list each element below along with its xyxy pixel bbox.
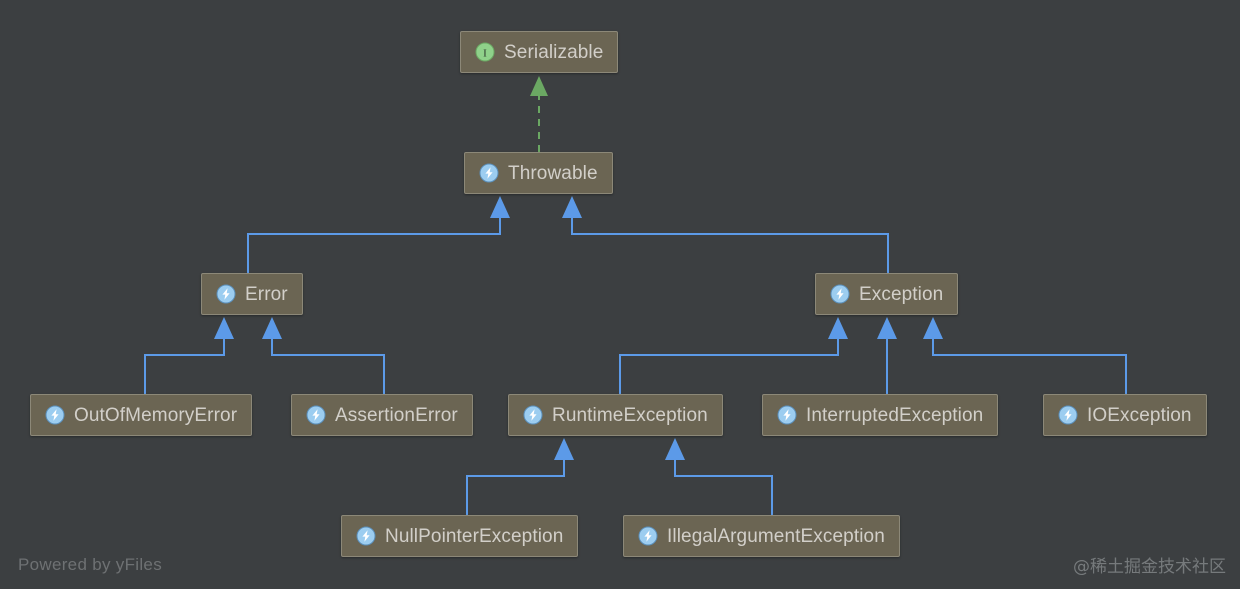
node-error[interactable]: Error bbox=[201, 273, 303, 315]
edge-exception-throwable bbox=[562, 196, 889, 273]
edge-runtimeexception-exception bbox=[619, 317, 848, 394]
edge-interruptedexception-exception bbox=[877, 317, 897, 394]
svg-text:I: I bbox=[483, 48, 487, 60]
class-icon bbox=[356, 526, 376, 546]
node-illegalargumentexception[interactable]: IllegalArgumentException bbox=[623, 515, 900, 557]
node-label: Throwable bbox=[508, 162, 598, 184]
class-icon bbox=[479, 163, 499, 183]
node-label: NullPointerException bbox=[385, 525, 564, 547]
edge-illegalargumentexception-runtimeexception bbox=[665, 438, 773, 515]
node-serializable[interactable]: I Serializable bbox=[460, 31, 619, 73]
class-icon bbox=[523, 405, 543, 425]
watermark-label: @稀土掘金技术社区 bbox=[1073, 557, 1226, 577]
node-nullpointerexception[interactable]: NullPointerException bbox=[341, 515, 579, 557]
node-label: Error bbox=[245, 283, 288, 305]
class-icon bbox=[45, 405, 65, 425]
class-icon bbox=[306, 405, 326, 425]
edge-error-throwable bbox=[247, 196, 510, 273]
edge-nullpointerexception-runtimeexception bbox=[466, 438, 574, 515]
node-throwable[interactable]: Throwable bbox=[464, 152, 613, 194]
node-label: OutOfMemoryError bbox=[74, 404, 238, 426]
interface-icon: I bbox=[475, 42, 495, 62]
class-icon bbox=[638, 526, 658, 546]
node-runtimeexception[interactable]: RuntimeException bbox=[508, 394, 723, 436]
node-ioexception[interactable]: IOException bbox=[1043, 394, 1207, 436]
node-label: InterruptedException bbox=[806, 404, 984, 426]
node-assertionerror[interactable]: AssertionError bbox=[291, 394, 473, 436]
edge-ioexception-exception bbox=[923, 317, 1127, 394]
class-icon bbox=[1058, 405, 1078, 425]
class-icon bbox=[216, 284, 236, 304]
class-icon bbox=[777, 405, 797, 425]
class-icon bbox=[830, 284, 850, 304]
edge-outofmemoryerror-error bbox=[144, 317, 234, 394]
node-label: Serializable bbox=[504, 41, 604, 63]
node-label: Exception bbox=[859, 283, 944, 305]
node-label: IOException bbox=[1087, 404, 1192, 426]
node-interruptedexception[interactable]: InterruptedException bbox=[762, 394, 999, 436]
powered-by-label: Powered by yFiles bbox=[18, 555, 162, 574]
node-label: AssertionError bbox=[335, 404, 458, 426]
edge-throwable-serializable bbox=[530, 76, 548, 152]
node-label: RuntimeException bbox=[552, 404, 708, 426]
node-exception[interactable]: Exception bbox=[815, 273, 959, 315]
node-label: IllegalArgumentException bbox=[667, 525, 885, 547]
node-outofmemoryerror[interactable]: OutOfMemoryError bbox=[30, 394, 253, 436]
edge-assertionerror-error bbox=[262, 317, 385, 394]
